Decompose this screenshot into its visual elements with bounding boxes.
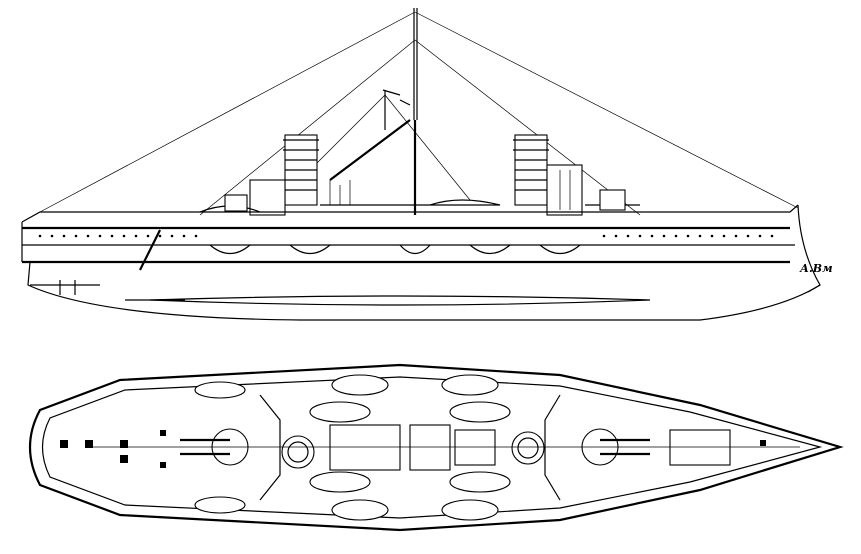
porthole [722, 234, 726, 238]
plan-view [28, 363, 844, 532]
funnels-plan [281, 431, 545, 469]
porthole [614, 234, 618, 238]
porthole [158, 234, 162, 238]
porthole [50, 234, 54, 238]
porthole [698, 234, 702, 238]
porthole [710, 234, 714, 238]
portholes [38, 234, 774, 238]
porthole [662, 234, 666, 238]
funnel-aft [283, 134, 319, 206]
porthole [98, 234, 102, 238]
boats [194, 374, 511, 521]
porthole [638, 234, 642, 238]
hull-profile [21, 204, 821, 321]
porthole [110, 234, 114, 238]
porthole [38, 234, 42, 238]
hull-outline [28, 363, 844, 532]
signature: А.Вм [799, 262, 833, 275]
porthole [602, 234, 606, 238]
rigging-stays [39, 11, 799, 216]
profile-view: А.Вм [21, 8, 833, 321]
porthole [170, 234, 174, 238]
porthole [122, 234, 126, 238]
porthole [194, 234, 198, 238]
porthole [626, 234, 630, 238]
deck-fittings [60, 394, 800, 501]
casemates [209, 244, 581, 255]
porthole [62, 234, 66, 238]
main-mast [329, 8, 418, 215]
porthole [86, 234, 90, 238]
porthole [650, 234, 654, 238]
porthole [74, 234, 78, 238]
porthole [758, 234, 762, 238]
porthole [770, 234, 774, 238]
porthole [182, 234, 186, 238]
porthole [134, 234, 138, 238]
porthole [146, 234, 150, 238]
funnel-fore [513, 134, 549, 206]
porthole [746, 234, 750, 238]
superstructure [199, 164, 640, 216]
porthole [734, 234, 738, 238]
porthole [686, 234, 690, 238]
porthole [674, 234, 678, 238]
